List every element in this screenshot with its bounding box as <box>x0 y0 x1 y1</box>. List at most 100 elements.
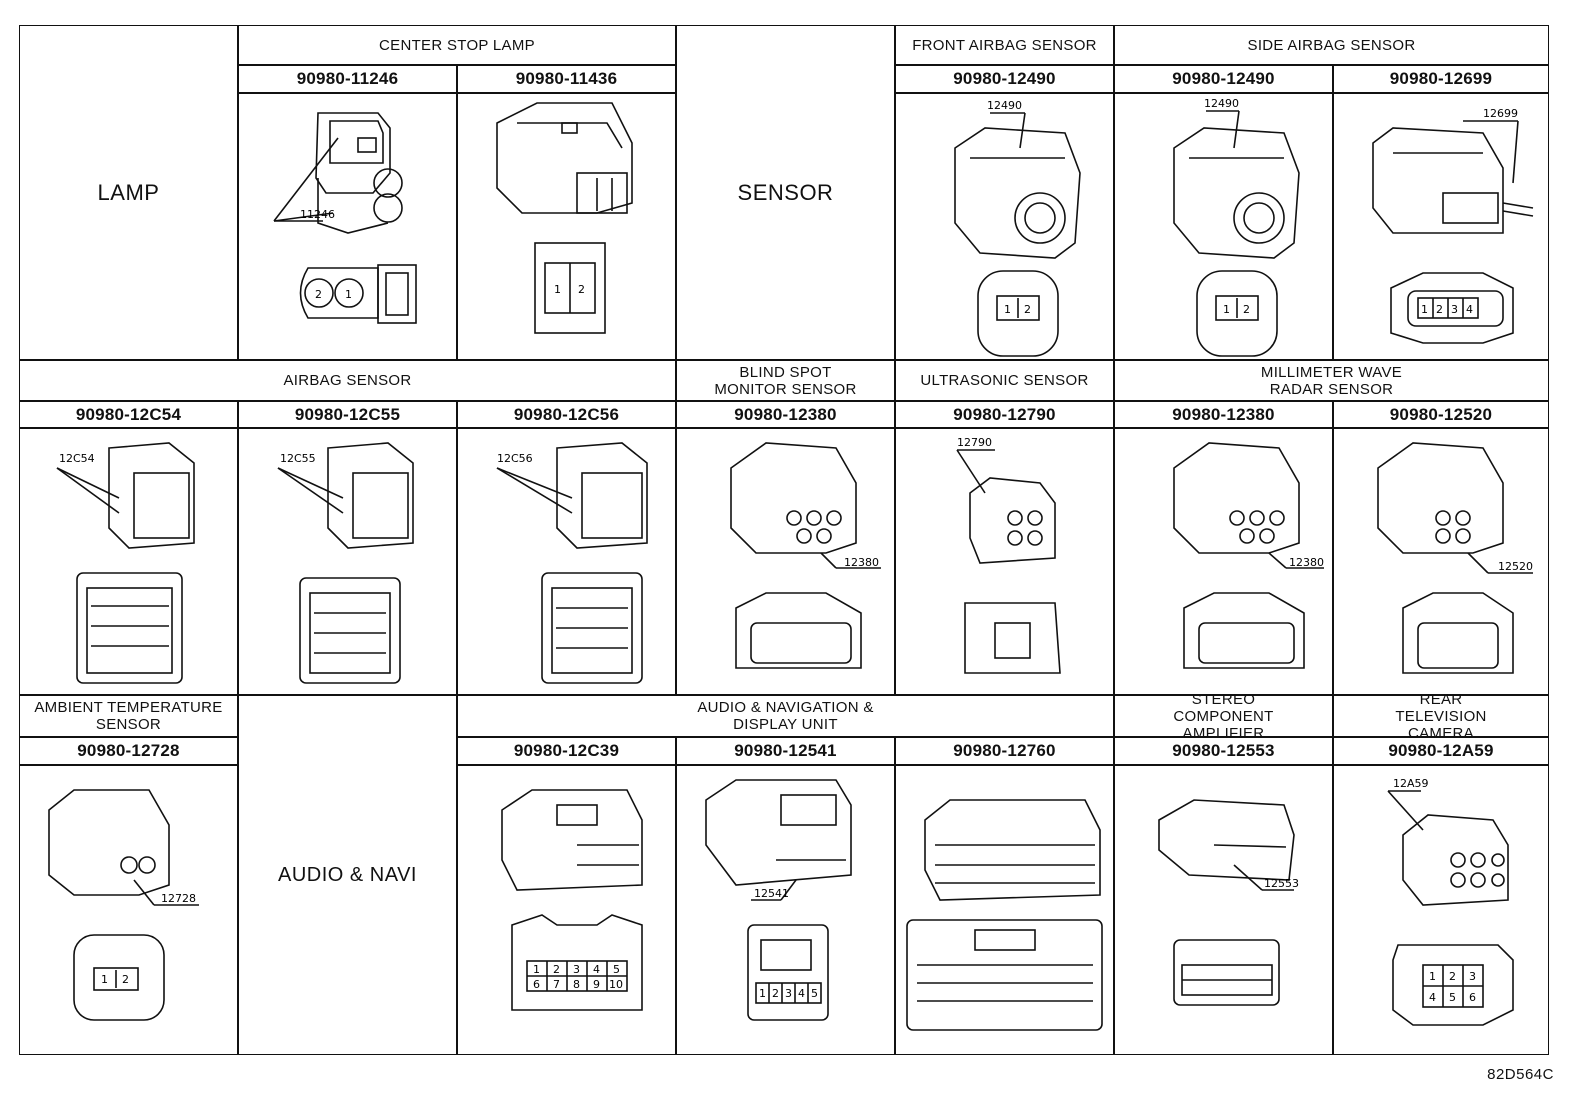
connector-12541-drawing: 12541 1 2 3 4 5 <box>676 765 895 1055</box>
part-number: 90980-12790 <box>953 404 1056 424</box>
part-number: 90980-12728 <box>77 741 180 760</box>
figure-id: 82D564C <box>1487 1066 1554 1083</box>
pin-number: 2 <box>1436 303 1443 316</box>
part-number: 90980-12C39 <box>513 741 620 760</box>
pin-number: 1 <box>345 288 352 301</box>
callout-label: 12C54 <box>59 452 95 465</box>
pin-number: 8 <box>573 978 580 991</box>
part-number: 90980-12490 <box>953 69 1056 88</box>
pin-number: 2 <box>553 963 560 976</box>
callout-label: 12553 <box>1264 877 1299 890</box>
connector-12490-side-drawing: 12490 1 2 <box>1114 93 1333 360</box>
section-lamp: LAMP <box>97 179 160 205</box>
callout-label: 12A59 <box>1393 777 1429 790</box>
pin-number: 3 <box>573 963 580 976</box>
section-side-airbag-sensor: SIDE AIRBAG SENSOR <box>1247 36 1416 54</box>
section-ultrasonic-sensor: ULTRASONIC SENSOR <box>920 372 1089 389</box>
pin-number: 3 <box>785 987 792 1000</box>
pin-number: 1 <box>1421 303 1428 316</box>
pin-number: 3 <box>1469 970 1476 983</box>
callout-label: 11246 <box>300 208 335 221</box>
callout-label: 12790 <box>957 436 992 449</box>
callout-label: 12C55 <box>280 452 316 465</box>
pin-number: 4 <box>1466 303 1473 316</box>
part-number: 90980-12C54 <box>75 404 182 424</box>
pin-number: 2 <box>1243 303 1250 316</box>
pin-number: 2 <box>122 973 129 986</box>
pin-number: 2 <box>315 288 322 301</box>
callout-label: 12490 <box>1204 97 1239 110</box>
connector-11246-drawing: 11246 2 1 <box>238 93 457 360</box>
pin-number: 1 <box>1429 970 1436 983</box>
pin-number: 1 <box>533 963 540 976</box>
section-rear-television-camera: REAR TELEVISION CAMERA <box>1395 690 1487 742</box>
pin-number: 6 <box>1469 991 1476 1004</box>
callout-label: 12380 <box>1289 556 1324 569</box>
connector-12520-drawing: 12520 <box>1333 428 1549 695</box>
callout-label: 12380 <box>844 556 879 569</box>
section-airbag-sensor: AIRBAG SENSOR <box>283 372 412 389</box>
section-audio-navi: AUDIO & NAVI <box>278 863 417 886</box>
section-audio-navigation-display-unit: AUDIO & NAVIGATION & DISPLAY UNIT <box>697 699 874 733</box>
connector-12490-front-drawing: 12490 1 2 <box>895 93 1114 360</box>
section-sensor: SENSOR <box>737 179 834 205</box>
callout-label: 12541 <box>754 887 789 900</box>
part-number: 90980-12380 <box>734 404 837 424</box>
section-blind-spot-monitor-sensor: BLIND SPOT MONITOR SENSOR <box>714 363 857 398</box>
pin-number: 1 <box>101 973 108 986</box>
callout-label: 12520 <box>1498 560 1533 573</box>
section-center-stop-lamp: CENTER STOP LAMP <box>379 36 535 54</box>
section-ambient-temperature-sensor: AMBIENT TEMPERATURE SENSOR <box>34 699 223 733</box>
part-number: 90980-12A59 <box>1388 741 1494 760</box>
pin-number: 9 <box>593 978 600 991</box>
connector-12380-bsm-drawing: 12380 <box>676 428 895 695</box>
section-front-airbag-sensor: FRONT AIRBAG SENSOR <box>912 36 1097 54</box>
connector-12760-drawing <box>895 765 1114 1055</box>
pin-number: 7 <box>553 978 560 991</box>
connector-12553-drawing: 12553 <box>1114 765 1333 1055</box>
pin-number: 10 <box>609 978 623 991</box>
connector-12c56-drawing: 12C56 <box>457 428 676 695</box>
connector-12699-drawing: 12699 1 2 3 4 <box>1333 93 1549 360</box>
pin-number: 2 <box>1449 970 1456 983</box>
connector-12790-drawing: 12790 <box>895 428 1114 695</box>
connector-12a59-drawing: 12A59 1 2 3 4 5 6 <box>1333 765 1549 1055</box>
part-number: 90980-12C55 <box>294 404 401 424</box>
callout-label: 12728 <box>161 892 196 905</box>
part-number: 90980-12C56 <box>513 404 620 424</box>
part-number: 90980-12490 <box>1172 69 1275 88</box>
pin-number: 1 <box>1004 303 1011 316</box>
section-millimeter-wave-radar-sensor: MILLIMETER WAVE RADAR SENSOR <box>1260 363 1403 398</box>
pin-number: 4 <box>1429 991 1436 1004</box>
callout-label: 12699 <box>1483 107 1518 120</box>
pin-number: 2 <box>772 987 779 1000</box>
callout-label: 12C56 <box>497 452 533 465</box>
connector-11436-drawing: 1 2 <box>457 93 676 360</box>
part-number: 90980-12553 <box>1172 741 1275 760</box>
part-number: 90980-12380 <box>1172 404 1275 424</box>
pin-number: 5 <box>1449 991 1456 1004</box>
pin-number: 3 <box>1451 303 1458 316</box>
part-number: 90980-11246 <box>296 69 399 88</box>
table-grid <box>19 25 1549 1055</box>
callout-label: 12490 <box>987 99 1022 112</box>
connector-12c54-drawing: 12C54 <box>19 428 238 695</box>
connector-12728-drawing: 12728 1 2 <box>19 765 238 1055</box>
part-number: 90980-11436 <box>515 69 618 88</box>
pin-number: 1 <box>1223 303 1230 316</box>
pin-number: 5 <box>613 963 620 976</box>
pin-number: 1 <box>759 987 766 1000</box>
pin-number: 2 <box>1024 303 1031 316</box>
pin-number: 6 <box>533 978 540 991</box>
pin-number: 1 <box>554 283 561 296</box>
connector-12c39-drawing: 1 2 3 4 5 6 7 8 9 10 <box>457 765 676 1055</box>
part-number: 90980-12520 <box>1389 404 1493 424</box>
connector-12380-mwr-drawing: 12380 <box>1114 428 1333 695</box>
pin-number: 4 <box>593 963 600 976</box>
pin-number: 2 <box>578 283 585 296</box>
connector-chart: LAMP CENTER STOP LAMP SENSOR FRONT AIRBA… <box>19 25 1549 1055</box>
part-number: 90980-12760 <box>953 741 1056 760</box>
connector-12c55-drawing: 12C55 <box>238 428 457 695</box>
part-number: 90980-12699 <box>1389 69 1493 88</box>
part-number: 90980-12541 <box>734 741 837 760</box>
